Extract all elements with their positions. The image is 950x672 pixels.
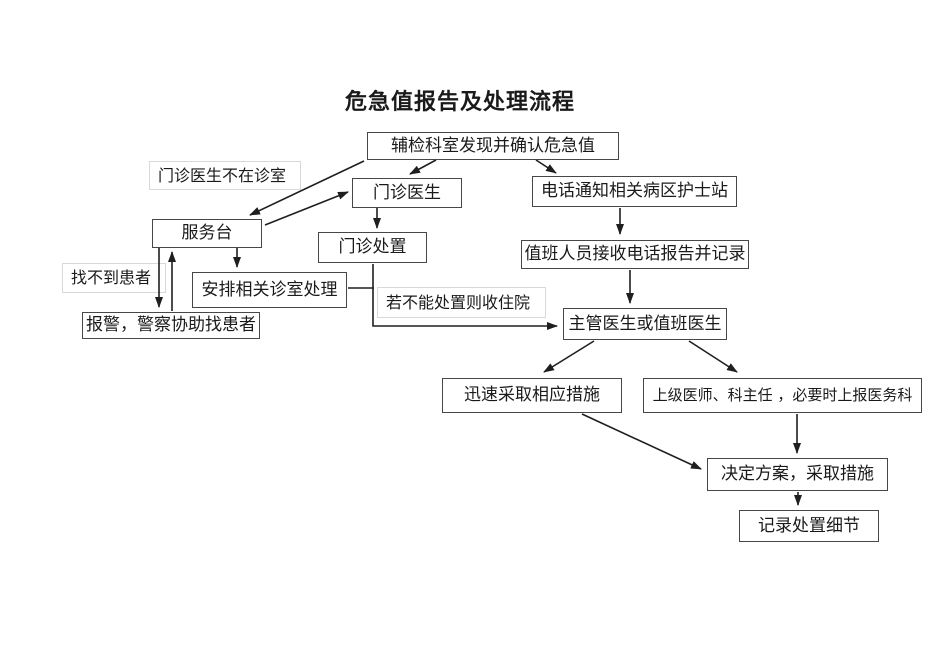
node-outpatient-treatment: 门诊处置 — [318, 232, 427, 263]
edge-take-measures-to-decide-plan — [581, 413, 702, 470]
edge-lab-confirm-to-outpatient-doctor — [409, 159, 437, 175]
node-decide-plan: 决定方案，采取措施 — [707, 458, 888, 491]
node-phone-notify-ward: 电话通知相关病区护士站 — [532, 176, 737, 207]
edge-treatment-to-doctor-in-charge — [372, 264, 558, 330]
node-duty-staff-record: 值班人员接收电话报告并记录 — [521, 240, 749, 269]
node-senior-doctor: 上级医师、科主任 ，必要时上报医务科 — [643, 378, 922, 413]
edge-lab-confirm-to-phone-notify — [535, 159, 557, 174]
edge-doctor-in-charge-to-take-measures — [543, 340, 595, 373]
note-admit-if-unable: 若不能处置则收住院 — [377, 287, 546, 318]
edge-service-desk-to-outpatient-doctor — [264, 191, 349, 226]
flowchart-title: 危急值报告及处理流程 — [344, 90, 575, 115]
note-doctor-absent: 门诊医生不在诊室 — [149, 161, 301, 190]
node-arrange-clinic: 安排相关诊室处理 — [192, 272, 347, 308]
node-call-police: 报警，警察协助找患者 — [82, 312, 260, 339]
note-patient-not-found: 找不到患者 — [62, 263, 166, 293]
edge-doctor-in-charge-to-senior-doctor — [688, 340, 738, 373]
node-doctor-in-charge: 主管医生或值班医生 — [563, 308, 727, 340]
node-lab-confirm: 辅检科室发现并确认危急值 — [367, 132, 619, 160]
node-service-desk: 服务台 — [152, 219, 262, 248]
node-take-measures: 迅速采取相应措施 — [442, 378, 622, 413]
node-outpatient-doctor: 门诊医生 — [352, 178, 462, 208]
edge-lab-confirm-to-service-desk — [249, 160, 365, 216]
node-record-details: 记录处置细节 — [739, 510, 879, 542]
